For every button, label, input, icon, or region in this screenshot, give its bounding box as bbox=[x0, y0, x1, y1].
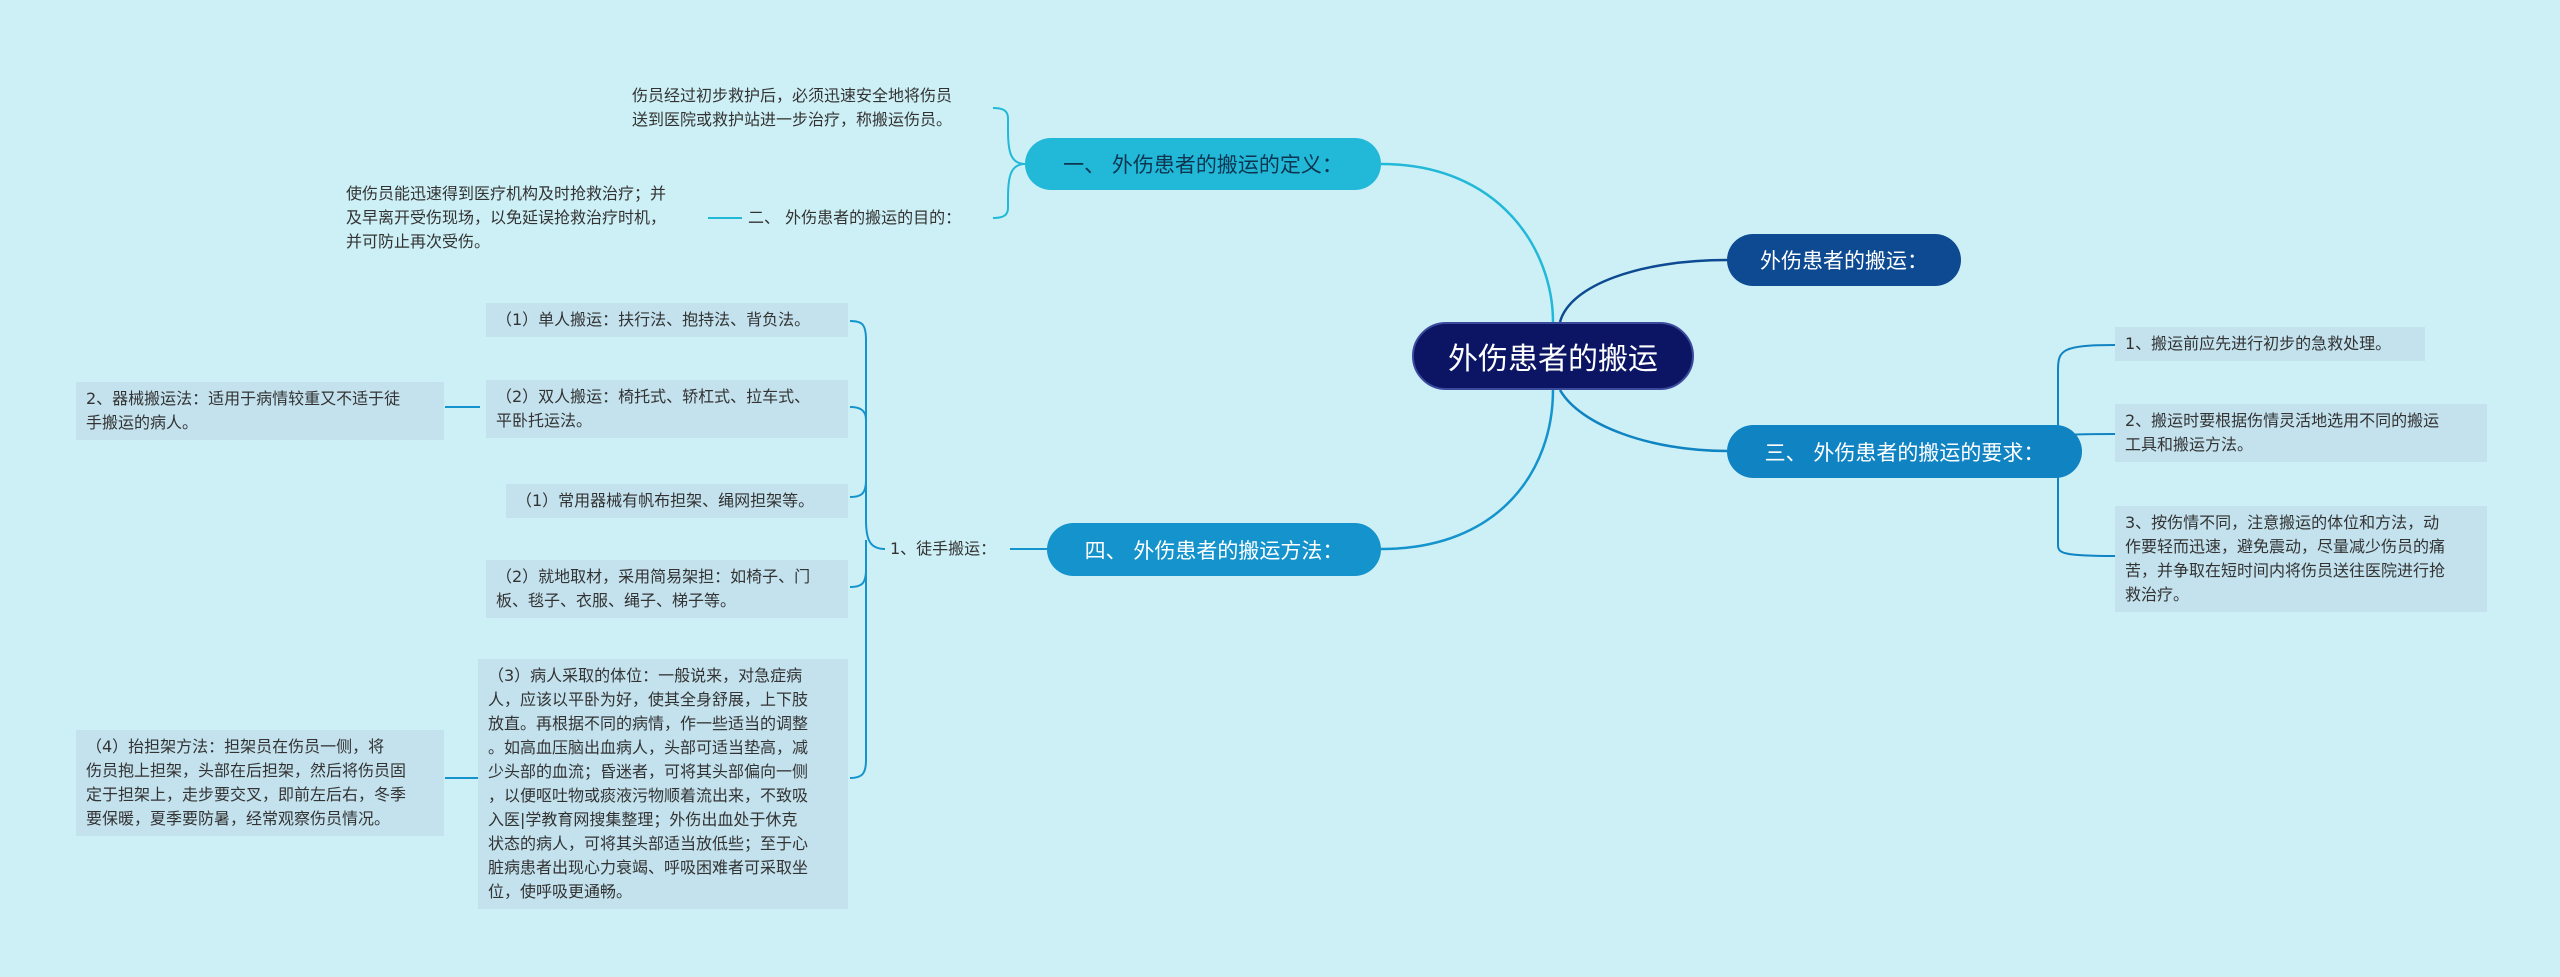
method-item-2[interactable]: （2）双人搬运：椅托式、轿杠式、拉车式、 平卧托运法。 bbox=[486, 380, 848, 438]
connector-methods-bracket bbox=[849, 320, 886, 550]
methods-sub-label[interactable]: 1、徒手搬运： bbox=[890, 539, 997, 558]
requirement-item-2[interactable]: 2、搬运时要根据伤情灵活地选用不同的搬运 工具和搬运方法。 bbox=[2115, 404, 2487, 462]
methods-node[interactable]: 四、 外伤患者的搬运方法： bbox=[1047, 523, 1381, 576]
purpose-label[interactable]: 二、 外伤患者的搬运的目的： bbox=[748, 208, 962, 227]
requirement-item-3[interactable]: 3、按伤情不同，注意搬运的体位和方法，动 作要轻而迅速，避免震动，尽量减少伤员的… bbox=[2115, 506, 2487, 612]
method-side-note-1[interactable]: 2、器械搬运法：适用于病情较重又不适于徒 手搬运的病人。 bbox=[76, 382, 444, 440]
connector-root-methods bbox=[1380, 389, 1555, 551]
method-side-note-2[interactable]: （4）抬担架方法：担架员在伤员一侧，将 伤员抱上担架，头部在后担架，然后将伤员固… bbox=[76, 730, 444, 836]
requirements-node[interactable]: 三、 外伤患者的搬运的要求： bbox=[1727, 425, 2082, 478]
definition-label: 一、 外伤患者的搬运的定义： bbox=[1063, 153, 1343, 177]
method-item-4[interactable]: （2）就地取材，采用简易架担：如椅子、门 板、毯子、衣服、绳子、梯子等。 bbox=[486, 560, 848, 618]
connector-definition-purpose bbox=[992, 163, 1026, 219]
root-node[interactable]: 外伤患者的搬运 bbox=[1412, 322, 1694, 390]
purpose-detail: 使伤员能迅速得到医疗机构及时抢救治疗；并 及早离开受伤现场，以免延误抢救治疗时机… bbox=[346, 184, 667, 251]
methods-label: 四、 外伤患者的搬运方法： bbox=[1084, 538, 1344, 563]
method-item-1[interactable]: （1）单人搬运：扶行法、抱持法、背负法。 bbox=[486, 303, 848, 337]
connector-root-requirements bbox=[1558, 389, 1728, 453]
connector-root-top bbox=[1558, 258, 1728, 323]
connector-root-definition bbox=[1380, 162, 1555, 323]
requirements-label: 三、 外伤患者的搬运的要求： bbox=[1764, 440, 2045, 465]
definition-node[interactable]: 一、 外伤患者的搬运的定义： bbox=[1025, 138, 1381, 190]
top-branch-node[interactable]: 外伤患者的搬运： bbox=[1727, 234, 1961, 286]
requirement-item-1[interactable]: 1、搬运前应先进行初步的急救处理。 bbox=[2115, 327, 2425, 361]
method-item-5[interactable]: （3）病人采取的体位：一般说来，对急症病 人，应该以平卧为好，使其全身舒展，上下… bbox=[478, 659, 848, 909]
method-item-3[interactable]: （1）常用器械有帆布担架、绳网担架等。 bbox=[506, 484, 848, 518]
top-branch-label: 外伤患者的搬运： bbox=[1760, 249, 1928, 273]
definition-detail: 伤员经过初步救护后，必须迅速安全地将伤员 送到医院或救护站进一步治疗，称搬运伤员… bbox=[632, 86, 953, 129]
root-label: 外伤患者的搬运 bbox=[1448, 342, 1658, 377]
connector-definition-bracket bbox=[992, 107, 1026, 165]
